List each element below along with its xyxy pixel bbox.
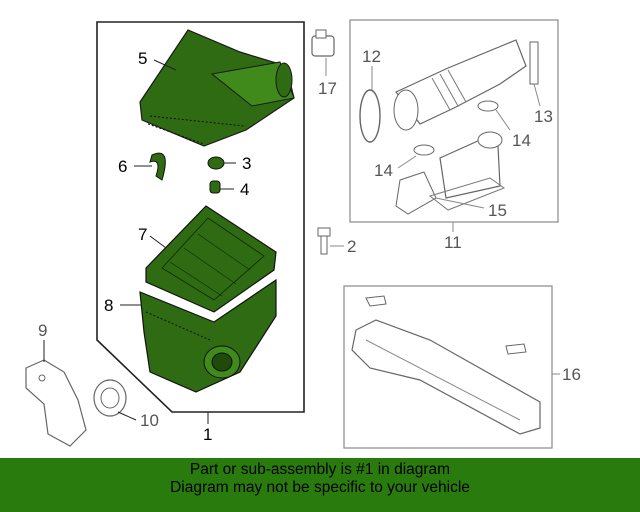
- callout-7: 7: [138, 225, 147, 244]
- callout-3: 3: [242, 154, 251, 173]
- part-17-connector[interactable]: [311, 29, 335, 57]
- part-16-duct[interactable]: [351, 295, 541, 435]
- subassembly-11-frame: [349, 19, 559, 223]
- info-banner: Part or sub-assembly is #1 in diagram Di…: [0, 458, 640, 512]
- banner-line-1: Part or sub-assembly is #1 in diagram: [189, 461, 451, 478]
- part-3-grommet[interactable]: [207, 156, 225, 170]
- callout-14-right: 14: [512, 131, 531, 150]
- callout-1: 1: [203, 425, 212, 444]
- callout-16: 16: [562, 365, 581, 384]
- callout-4: 4: [240, 180, 249, 199]
- callout-13: 13: [534, 107, 553, 126]
- callout-8: 8: [104, 296, 113, 315]
- callout-12: 12: [362, 47, 381, 66]
- part-11-intake-hose-group[interactable]: [359, 39, 539, 215]
- part-8-lower-housing[interactable]: [139, 278, 277, 393]
- callout-10: 10: [140, 411, 159, 430]
- callout-2: 2: [347, 237, 356, 256]
- part-2-bolt[interactable]: [317, 227, 331, 255]
- callout-11: 11: [444, 233, 462, 252]
- part-6-clip[interactable]: [149, 152, 166, 181]
- callout-6: 6: [118, 157, 127, 176]
- banner-line-2: Diagram may not be specific to your vehi…: [170, 479, 470, 496]
- part-4-collar[interactable]: [209, 180, 221, 194]
- subassembly-16-frame: [343, 285, 553, 449]
- callout-15: 15: [488, 201, 507, 220]
- part-5-air-cleaner-cover[interactable]: [139, 29, 295, 147]
- callout-17: 17: [318, 79, 337, 98]
- callout-5: 5: [138, 49, 147, 68]
- part-7-filter-element[interactable]: [145, 205, 277, 313]
- part-10-sensor[interactable]: [93, 379, 127, 417]
- callout-9: 9: [38, 321, 47, 340]
- part-9-bracket[interactable]: [25, 359, 87, 447]
- callout-14-left: 14: [374, 161, 393, 180]
- leader-lines: [43, 58, 560, 424]
- assembly-frame: [96, 21, 305, 413]
